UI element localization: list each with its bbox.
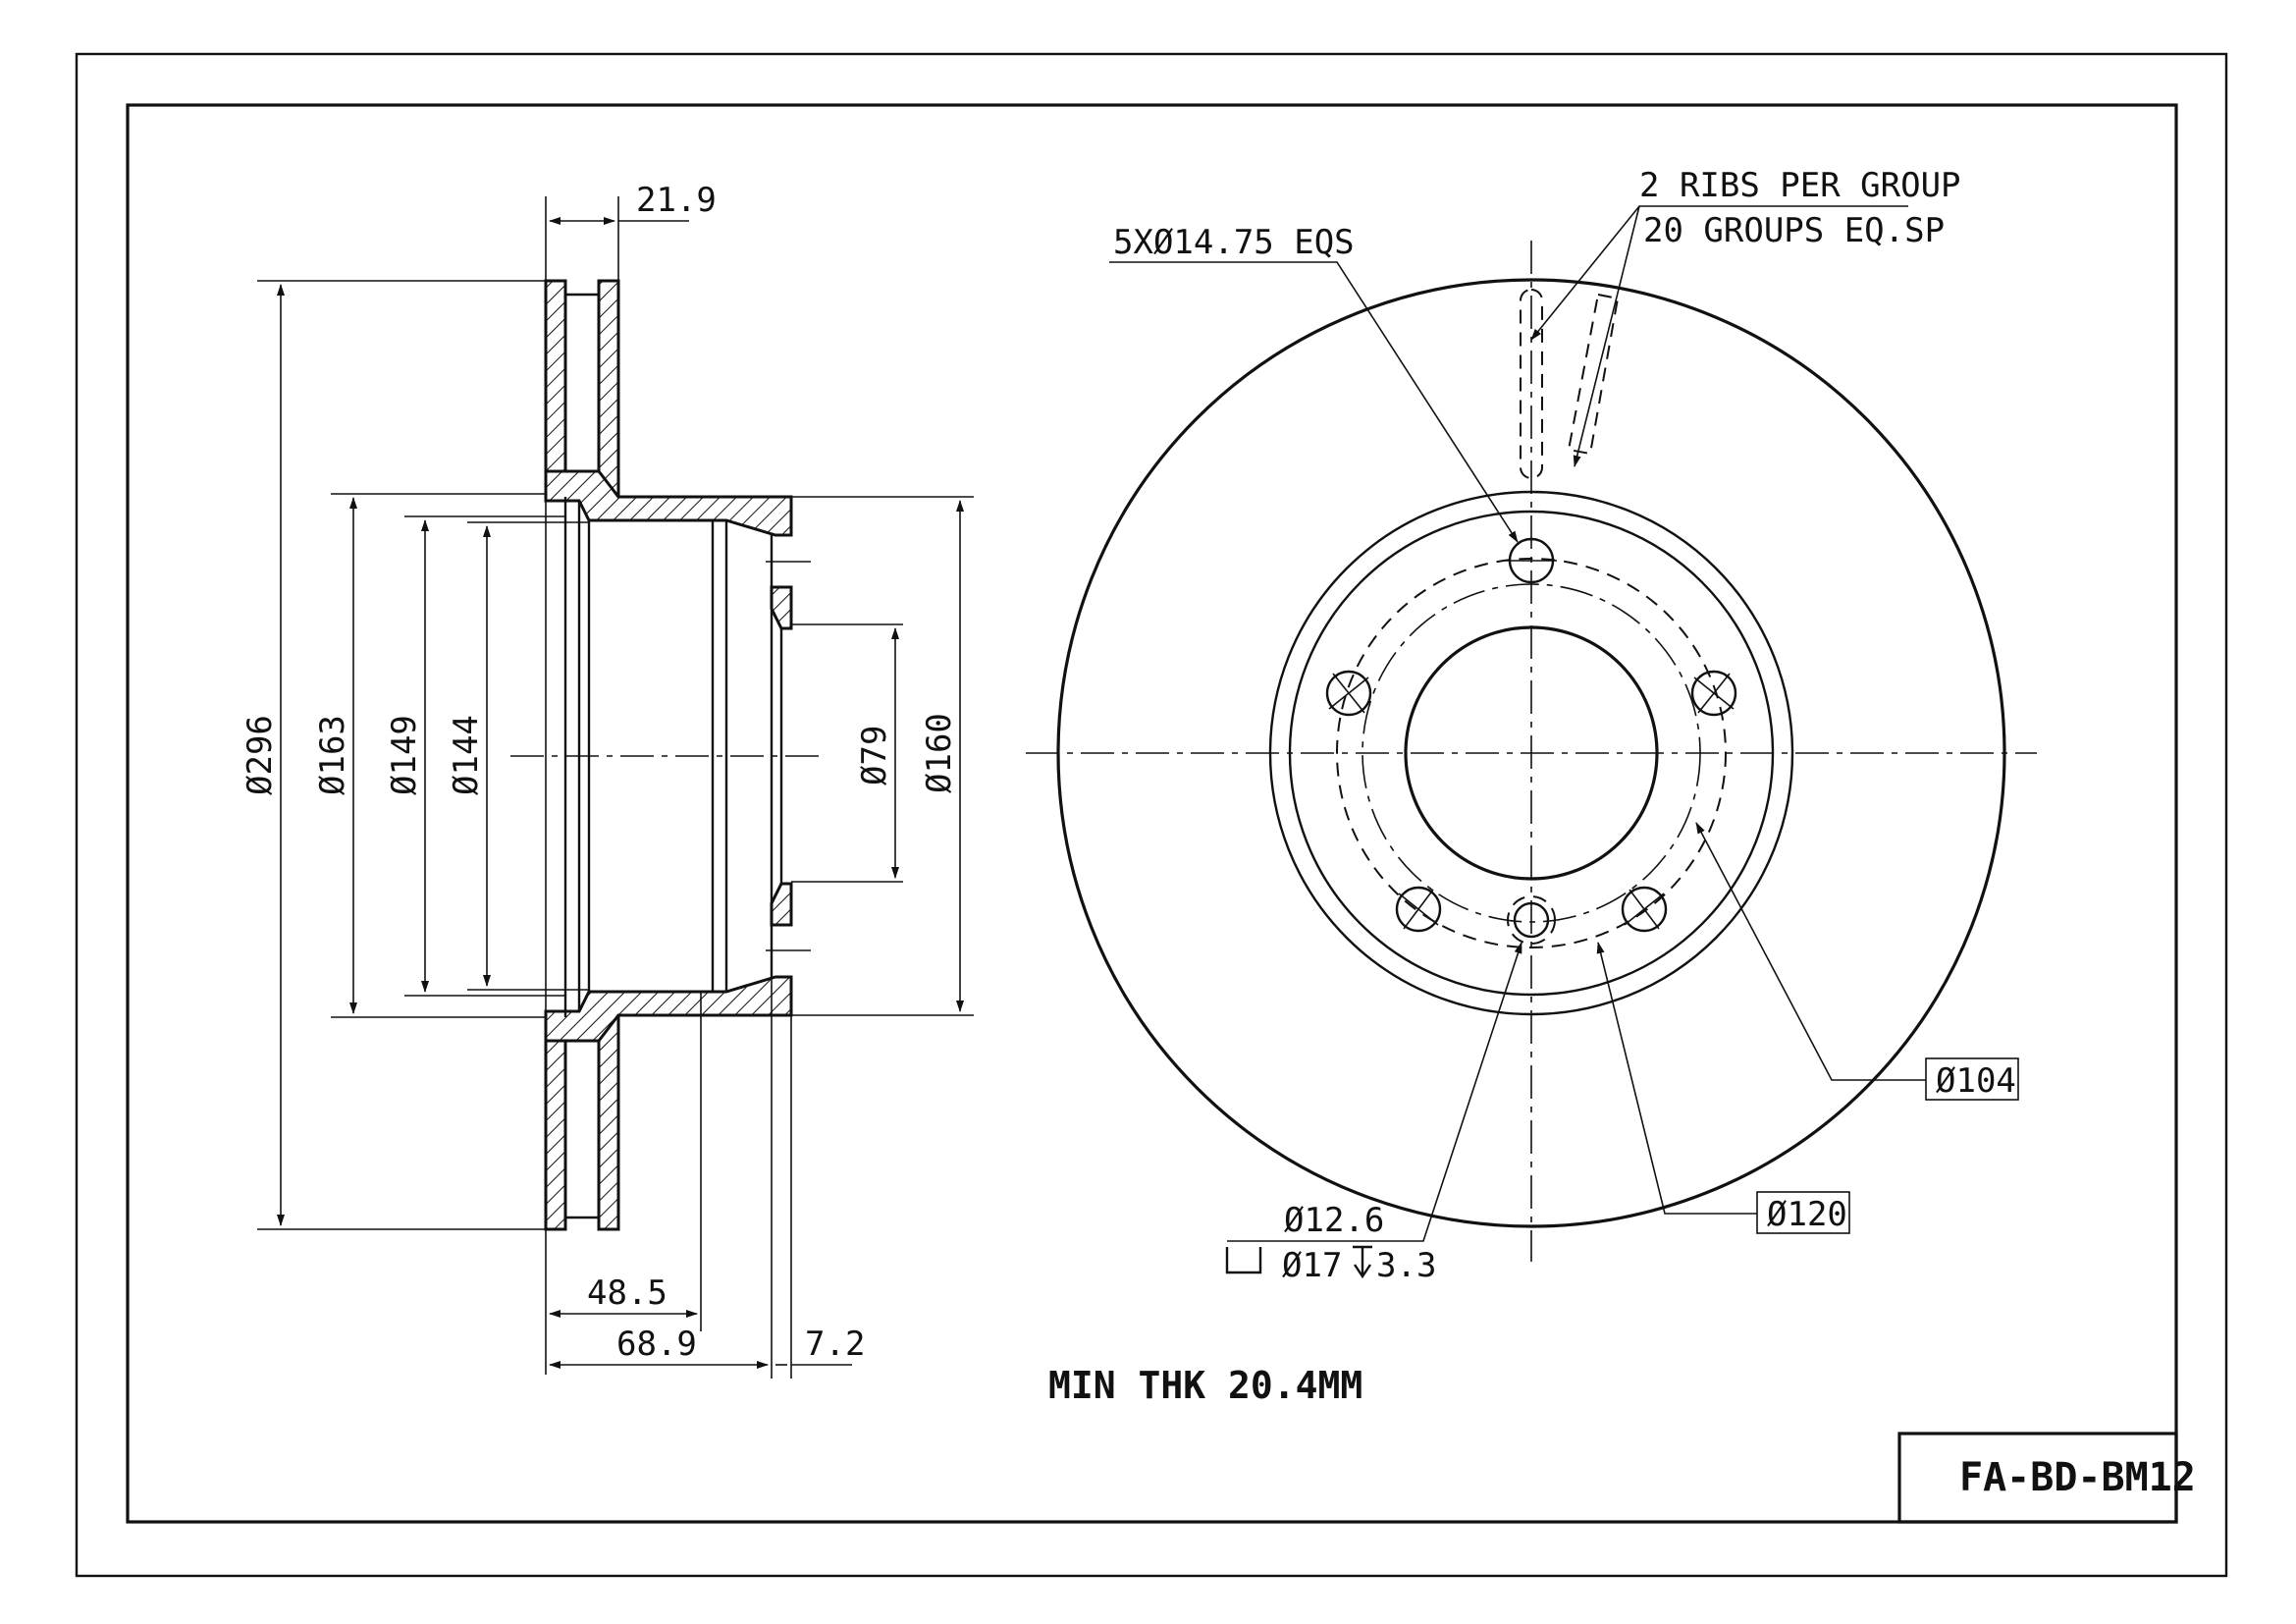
dim-pcd-120: Ø120 <box>1767 1195 1847 1234</box>
pin-hole-counterbore <box>1507 895 1556 945</box>
rib-slot-2 <box>1567 293 1620 456</box>
title-block <box>1897 1432 2178 1524</box>
counterbore-callout: Ø17 3.3 <box>1225 1245 1436 1285</box>
leader-pin-hole <box>1227 942 1522 1242</box>
hat-face-bottom <box>770 882 793 927</box>
dim-296: Ø296 <box>240 715 280 795</box>
note-ribs-line1: 2 RIBS PER GROUP <box>1639 166 1961 205</box>
leader-pcd-120 <box>1596 942 1757 1215</box>
inner-friction-plate-bottom <box>597 1015 620 1231</box>
bolt-hole-4 <box>1395 886 1442 933</box>
bolt-hole-2 <box>1690 670 1737 717</box>
leader-ribs-2 <box>1573 205 1640 467</box>
bolt-holes <box>1325 537 1737 933</box>
hat-wall-bottom <box>544 975 793 1043</box>
dim-79: Ø79 <box>855 726 894 785</box>
note-bolt-holes: 5XØ14.75 EQS <box>1113 223 1355 262</box>
dim-149: Ø149 <box>385 715 424 795</box>
dim-7-2: 7.2 <box>805 1325 865 1364</box>
hat-inner-circle <box>1288 510 1775 997</box>
pcd-104-circle <box>1362 583 1701 923</box>
dim-counterbore: Ø17 <box>1282 1246 1342 1285</box>
depth-symbol-icon <box>1353 1245 1372 1279</box>
dim-21-9: 21.9 <box>636 181 717 220</box>
inner-friction-plate-top <box>597 279 620 499</box>
disc-outer-circle <box>1056 278 2006 1228</box>
outer-friction-plate-top <box>544 279 567 499</box>
hat-outer-circle <box>1268 490 1794 1016</box>
hat-face-top <box>770 585 793 630</box>
pin-hole <box>1513 901 1550 939</box>
inner-frame <box>126 103 2178 1524</box>
dim-depth: 3.3 <box>1376 1246 1436 1285</box>
leader-pcd-104 <box>1695 822 1926 1081</box>
min-thickness-note: MIN THK 20.4MM <box>1048 1364 1362 1407</box>
dim-48-5: 48.5 <box>587 1273 667 1313</box>
bolt-hole-5 <box>1325 670 1372 717</box>
dim-68-9: 68.9 <box>616 1325 697 1364</box>
dim-160: Ø160 <box>920 713 959 793</box>
outer-frame <box>75 52 2228 1578</box>
pcd-120-circle <box>1336 558 1727 948</box>
dim-pcd-104: Ø104 <box>1936 1061 2016 1101</box>
side-section-view: 21.9 Ø296 Ø163 Ø149 Ø144 Ø79 Ø160 48.5 6… <box>240 181 974 1379</box>
leader-bolt-holes <box>1109 261 1519 543</box>
dim-144: Ø144 <box>447 715 486 795</box>
front-view: 5XØ14.75 EQS 2 RIBS PER GROUP 20 GROUPS … <box>1026 166 2037 1285</box>
hat-wall-top <box>544 469 793 537</box>
dim-pin-hole: Ø12.6 <box>1284 1201 1384 1240</box>
pcd-104-box <box>1925 1057 2019 1101</box>
part-code: FA-BD-BM12 <box>1959 1455 2196 1500</box>
dim-163: Ø163 <box>313 715 352 795</box>
counterbore-symbol <box>1225 1247 1262 1274</box>
note-ribs-line2: 20 GROUPS EQ.SP <box>1643 211 1945 250</box>
center-bore-circle <box>1404 625 1659 881</box>
pcd-120-box <box>1756 1191 1850 1234</box>
bolt-hole-3 <box>1621 886 1668 933</box>
rib-slot-1 <box>1520 289 1543 479</box>
outer-friction-plate-bottom <box>544 1015 567 1231</box>
